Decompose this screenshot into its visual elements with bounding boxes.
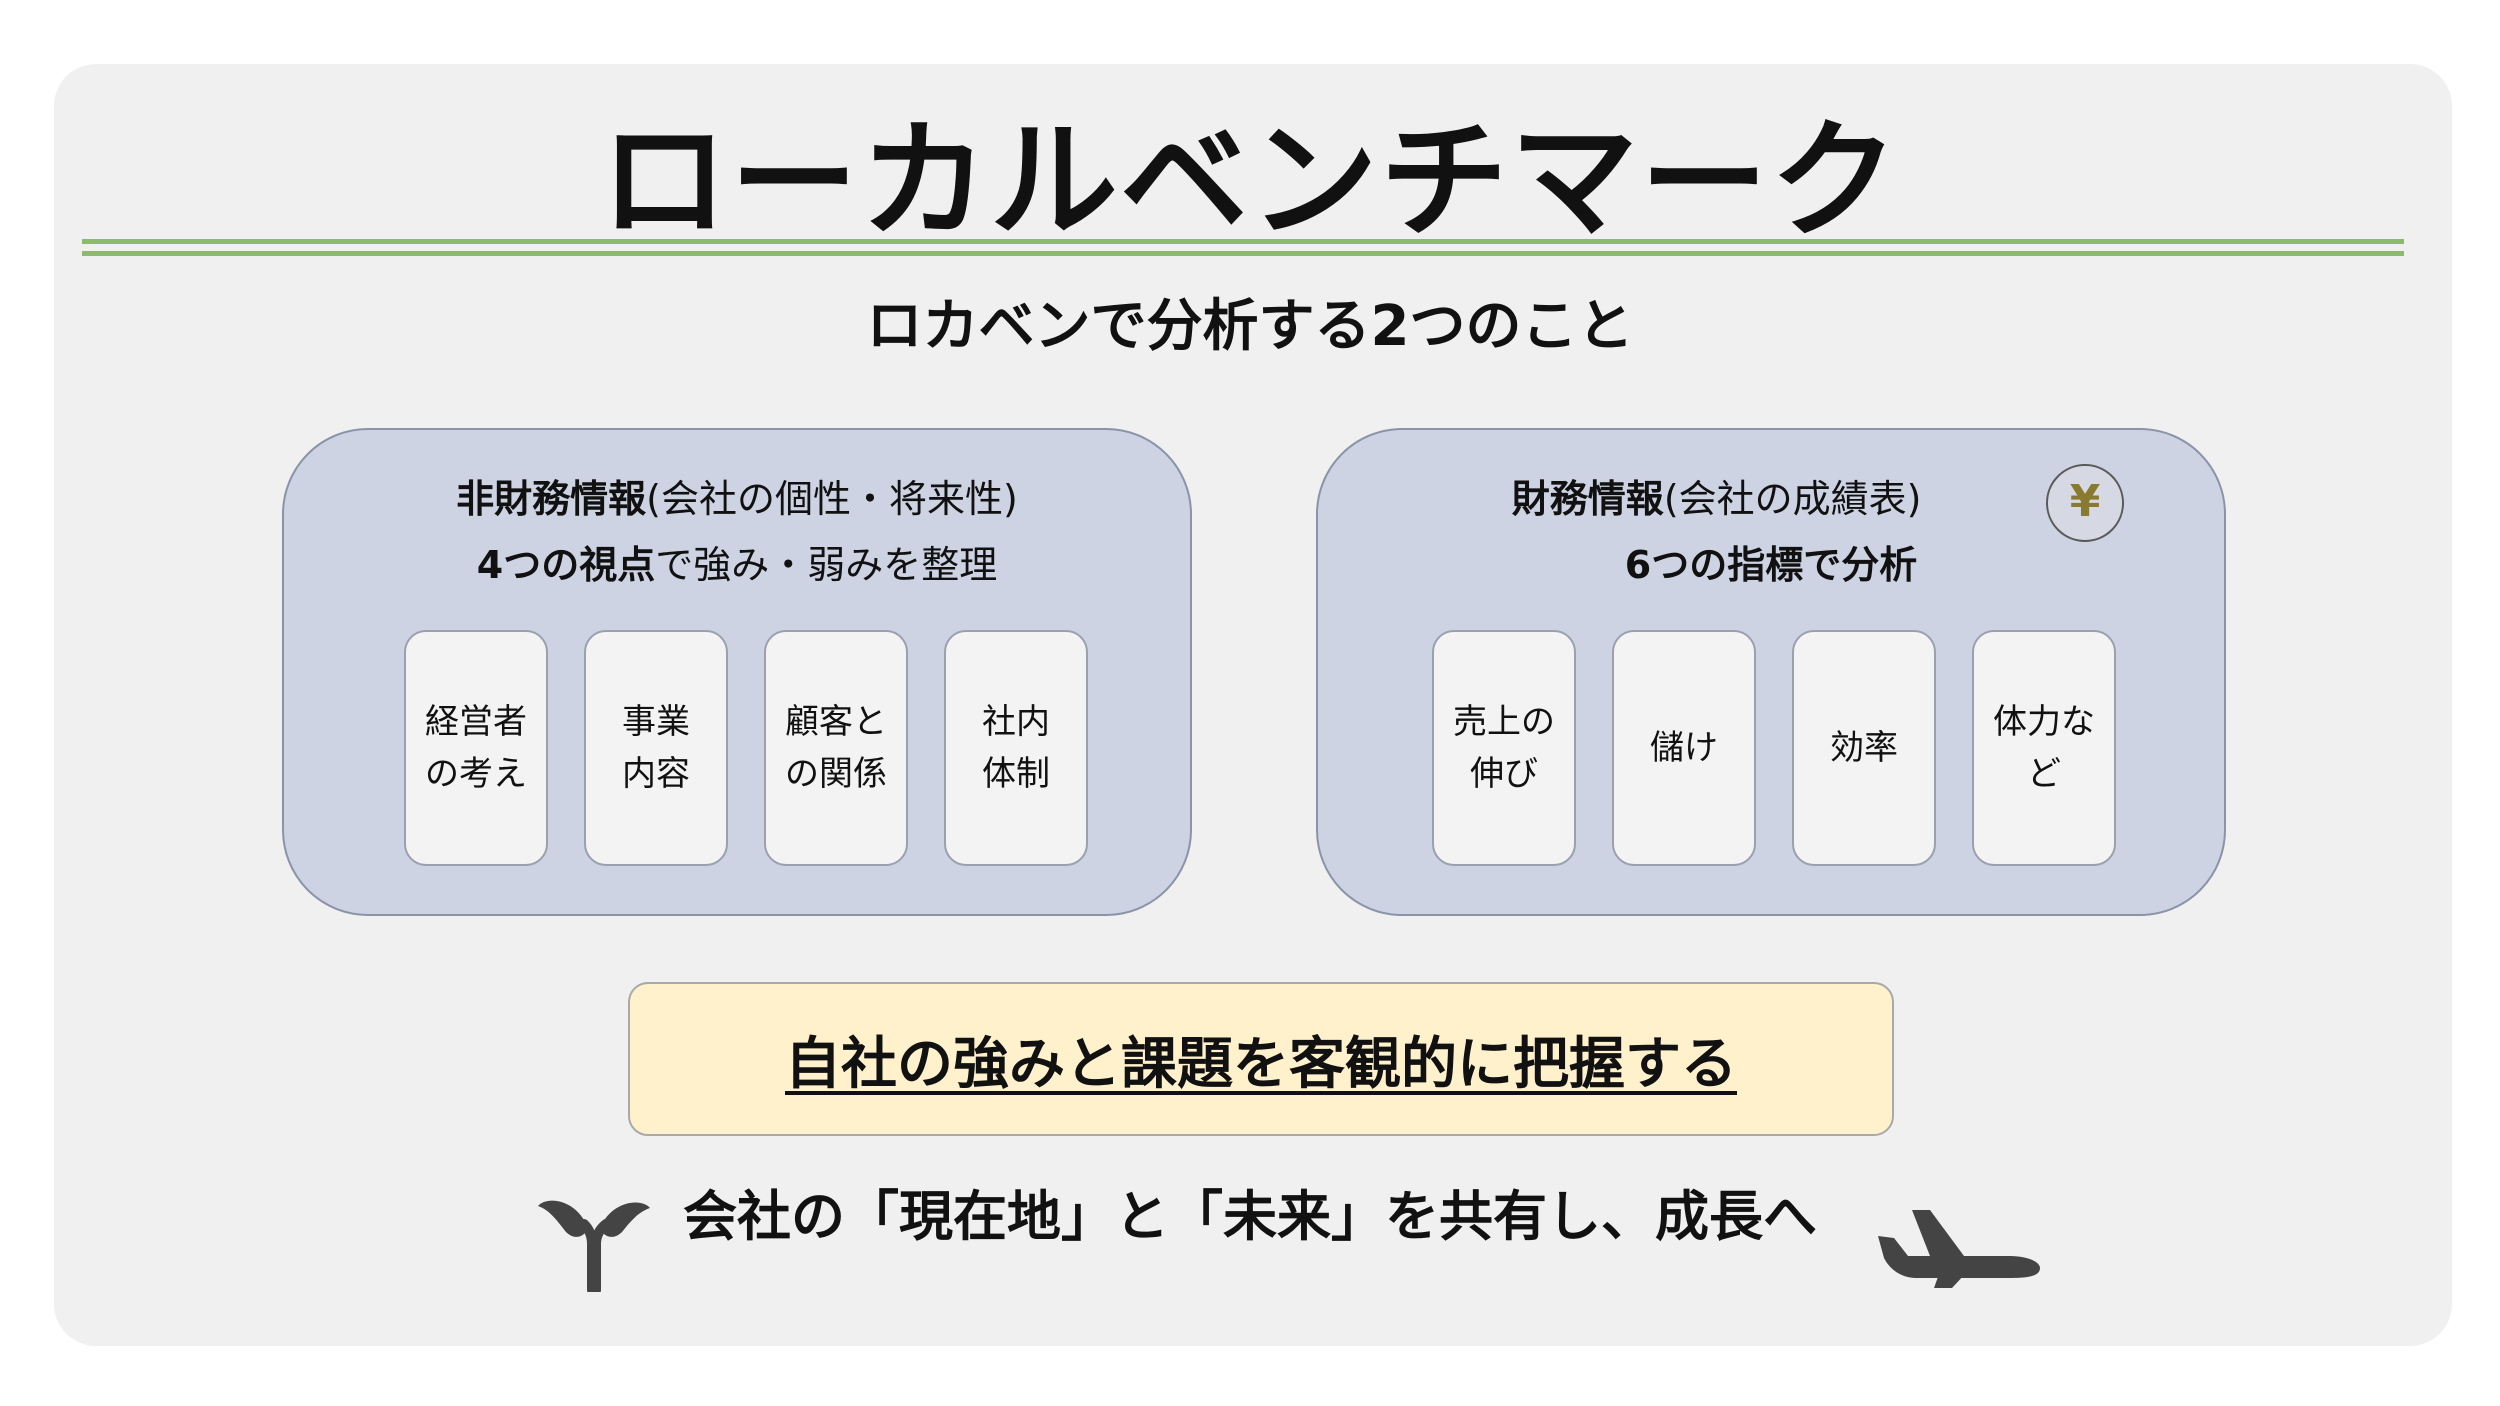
title-divider-bottom [82,251,2404,256]
non-financial-subheading: 4つの視点で強み・弱みを整理 [284,540,1190,590]
footer-message: 会社の「現在地」と「未来」を共有し、成長へ [683,1185,1817,1248]
financial-panel: 財務情報(会社の成績表) ¥ 6つの指標で分析 売上の 伸び 儲け 効率 体力な… [1316,428,2226,916]
title-divider-top [82,239,2404,244]
non-financial-sub-rest: で強み・弱みを整理 [655,543,998,587]
non-financial-heading: 非財務情報(会社の個性・将来性) [284,474,1190,524]
card-sales-growth: 売上の 伸び [1432,630,1576,866]
page-subtitle: ロカベンで分析する2つのこと [866,294,1634,359]
yen-coin-icon: ¥ [2046,464,2124,542]
financial-heading-note: (会社の成績表) [1663,477,1922,521]
non-financial-cards: 経営者 の考え 事業 内容 顧客と の関係 社内 体制 [284,630,1190,870]
non-financial-panel: 非財務情報(会社の個性・将来性) 4つの視点で強み・弱みを整理 経営者 の考え … [282,428,1192,916]
card-internal-structure: 社内 体制 [944,630,1088,866]
financial-subheading: 6つの指標で分析 [1624,543,1918,587]
airplane-icon [1878,1210,2040,1288]
card-business-content: 事業 内容 [584,630,728,866]
non-financial-heading-note: (会社の個性・将来性) [646,477,1018,521]
financial-heading-bold: 財務情報 [1511,477,1664,521]
financial-cards: 売上の 伸び 儲け 効率 体力な ど [1318,630,2224,870]
card-profit: 儲け [1612,630,1756,866]
sprout-icon [538,1200,650,1292]
financial-heading: 財務情報(会社の成績表) [1318,474,2115,524]
summary-text: 自社の強みと課題を客観的に把握する [785,1031,1737,1097]
card-efficiency: 効率 [1792,630,1936,866]
non-financial-sub-bold: 4つの視点 [476,543,656,587]
page-title: ローカルベンチマーク [599,107,1900,256]
non-financial-heading-bold: 非財務情報 [456,477,647,521]
summary-box: 自社の強みと課題を客観的に把握する [628,982,1894,1136]
card-financial-strength: 体力な ど [1972,630,2116,866]
card-management-philosophy: 経営者 の考え [404,630,548,866]
card-customer-relations: 顧客と の関係 [764,630,908,866]
